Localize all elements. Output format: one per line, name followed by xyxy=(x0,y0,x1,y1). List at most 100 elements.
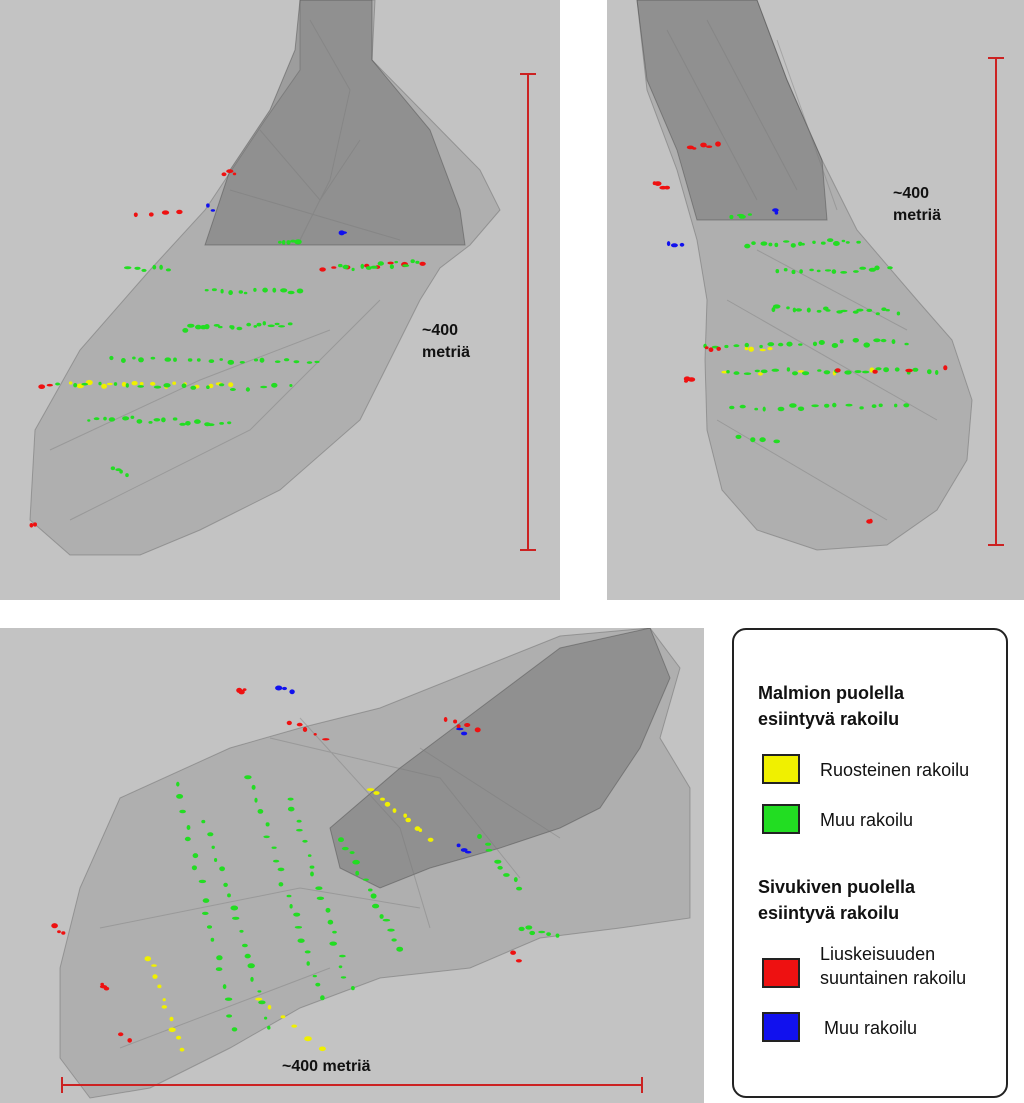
fracture-point xyxy=(875,312,880,316)
fracture-point xyxy=(853,270,859,273)
fracture-point xyxy=(179,1047,185,1052)
fracture-point xyxy=(750,437,756,443)
fracture-point xyxy=(187,323,195,328)
fracture-point xyxy=(744,243,751,249)
fracture-point xyxy=(68,381,73,385)
fracture-point xyxy=(267,1004,272,1010)
fracture-point xyxy=(194,419,201,424)
fracture-point xyxy=(777,342,784,347)
fracture-point xyxy=(283,358,290,362)
fracture-point xyxy=(103,416,107,421)
fracture-point xyxy=(274,360,281,364)
fracture-point xyxy=(824,403,830,408)
fracture-point xyxy=(297,938,305,943)
scale-label-top-right: ~400 metriä xyxy=(893,183,941,227)
fracture-point xyxy=(883,367,889,373)
fracture-point xyxy=(33,522,37,527)
fracture-point xyxy=(125,473,129,478)
fracture-point xyxy=(150,381,156,386)
fracture-point xyxy=(735,434,742,439)
fracture-point xyxy=(150,356,156,360)
fracture-point xyxy=(294,926,303,929)
fracture-point xyxy=(220,288,224,294)
fracture-point xyxy=(465,850,472,854)
fracture-point xyxy=(232,172,237,176)
fracture-point xyxy=(313,733,317,736)
fracture-point xyxy=(215,967,223,971)
fracture-point xyxy=(296,288,304,294)
fracture-point xyxy=(878,403,883,408)
fracture-point xyxy=(692,147,697,150)
fracture-point xyxy=(141,268,147,272)
fracture-point xyxy=(654,181,662,187)
fracture-point xyxy=(310,871,314,877)
fracture-point xyxy=(271,382,278,388)
fracture-point xyxy=(239,361,245,364)
fracture-point xyxy=(247,963,255,969)
fracture-point xyxy=(304,950,311,954)
fracture-point xyxy=(410,259,415,264)
fracture-point xyxy=(223,882,228,887)
fracture-point xyxy=(291,1024,298,1028)
fracture-point xyxy=(131,381,138,386)
fracture-point xyxy=(293,912,301,917)
fracture-point xyxy=(289,904,293,909)
fracture-point xyxy=(831,343,839,348)
fracture-point xyxy=(176,794,184,799)
fracture-point xyxy=(844,370,852,375)
fracture-point xyxy=(342,264,349,270)
fracture-point xyxy=(352,859,360,865)
fracture-point xyxy=(456,843,461,848)
legend-label: Muu rakoilu xyxy=(824,1018,918,1038)
fracture-point xyxy=(456,727,464,731)
fracture-point xyxy=(443,717,448,722)
fracture-point xyxy=(309,865,315,869)
legend-label: Ruosteinen rakoilu xyxy=(820,760,970,780)
fracture-point xyxy=(773,439,780,444)
fracture-point xyxy=(253,325,258,328)
fracture-point xyxy=(474,727,481,733)
legend-heading-ore-side-line2: esiintyvä rakoilu xyxy=(758,709,900,729)
fracture-point xyxy=(262,321,266,326)
fracture-point xyxy=(841,239,846,243)
fracture-point xyxy=(881,307,887,312)
fracture-point xyxy=(338,965,343,969)
fracture-point xyxy=(133,212,138,218)
fracture-point xyxy=(81,382,88,386)
fracture-point xyxy=(791,269,796,275)
fracture-point xyxy=(525,925,533,930)
fracture-point xyxy=(368,888,373,892)
fracture-point xyxy=(208,359,215,363)
fracture-point xyxy=(729,214,734,220)
fracture-point xyxy=(253,287,257,292)
fracture-point xyxy=(453,719,458,724)
fracture-point xyxy=(211,288,217,292)
legend-swatch-blue xyxy=(762,1012,800,1042)
fracture-point xyxy=(213,324,220,327)
fracture-point xyxy=(307,854,312,857)
fracture-point xyxy=(242,688,247,691)
fracture-point xyxy=(771,307,776,313)
fracture-point xyxy=(216,955,223,961)
fracture-point xyxy=(186,825,191,830)
fracture-point xyxy=(218,325,223,329)
fracture-point xyxy=(555,933,560,938)
fracture-point xyxy=(176,209,183,215)
fracture-point xyxy=(260,385,268,389)
fracture-point xyxy=(55,382,61,386)
fracture-point xyxy=(138,357,144,363)
fracture-point xyxy=(293,360,300,364)
fracture-point xyxy=(327,919,334,925)
fracture-point xyxy=(172,417,178,421)
fracture-point xyxy=(136,419,143,424)
fracture-point xyxy=(228,382,234,388)
fracture-point xyxy=(518,926,525,932)
fracture-point xyxy=(322,738,330,741)
fracture-point xyxy=(792,371,798,376)
fracture-point xyxy=(402,264,410,267)
fracture-point xyxy=(148,212,154,217)
fracture-point xyxy=(362,878,369,881)
fracture-point xyxy=(733,344,740,348)
fracture-point xyxy=(253,358,259,362)
fracture-point xyxy=(244,953,251,959)
